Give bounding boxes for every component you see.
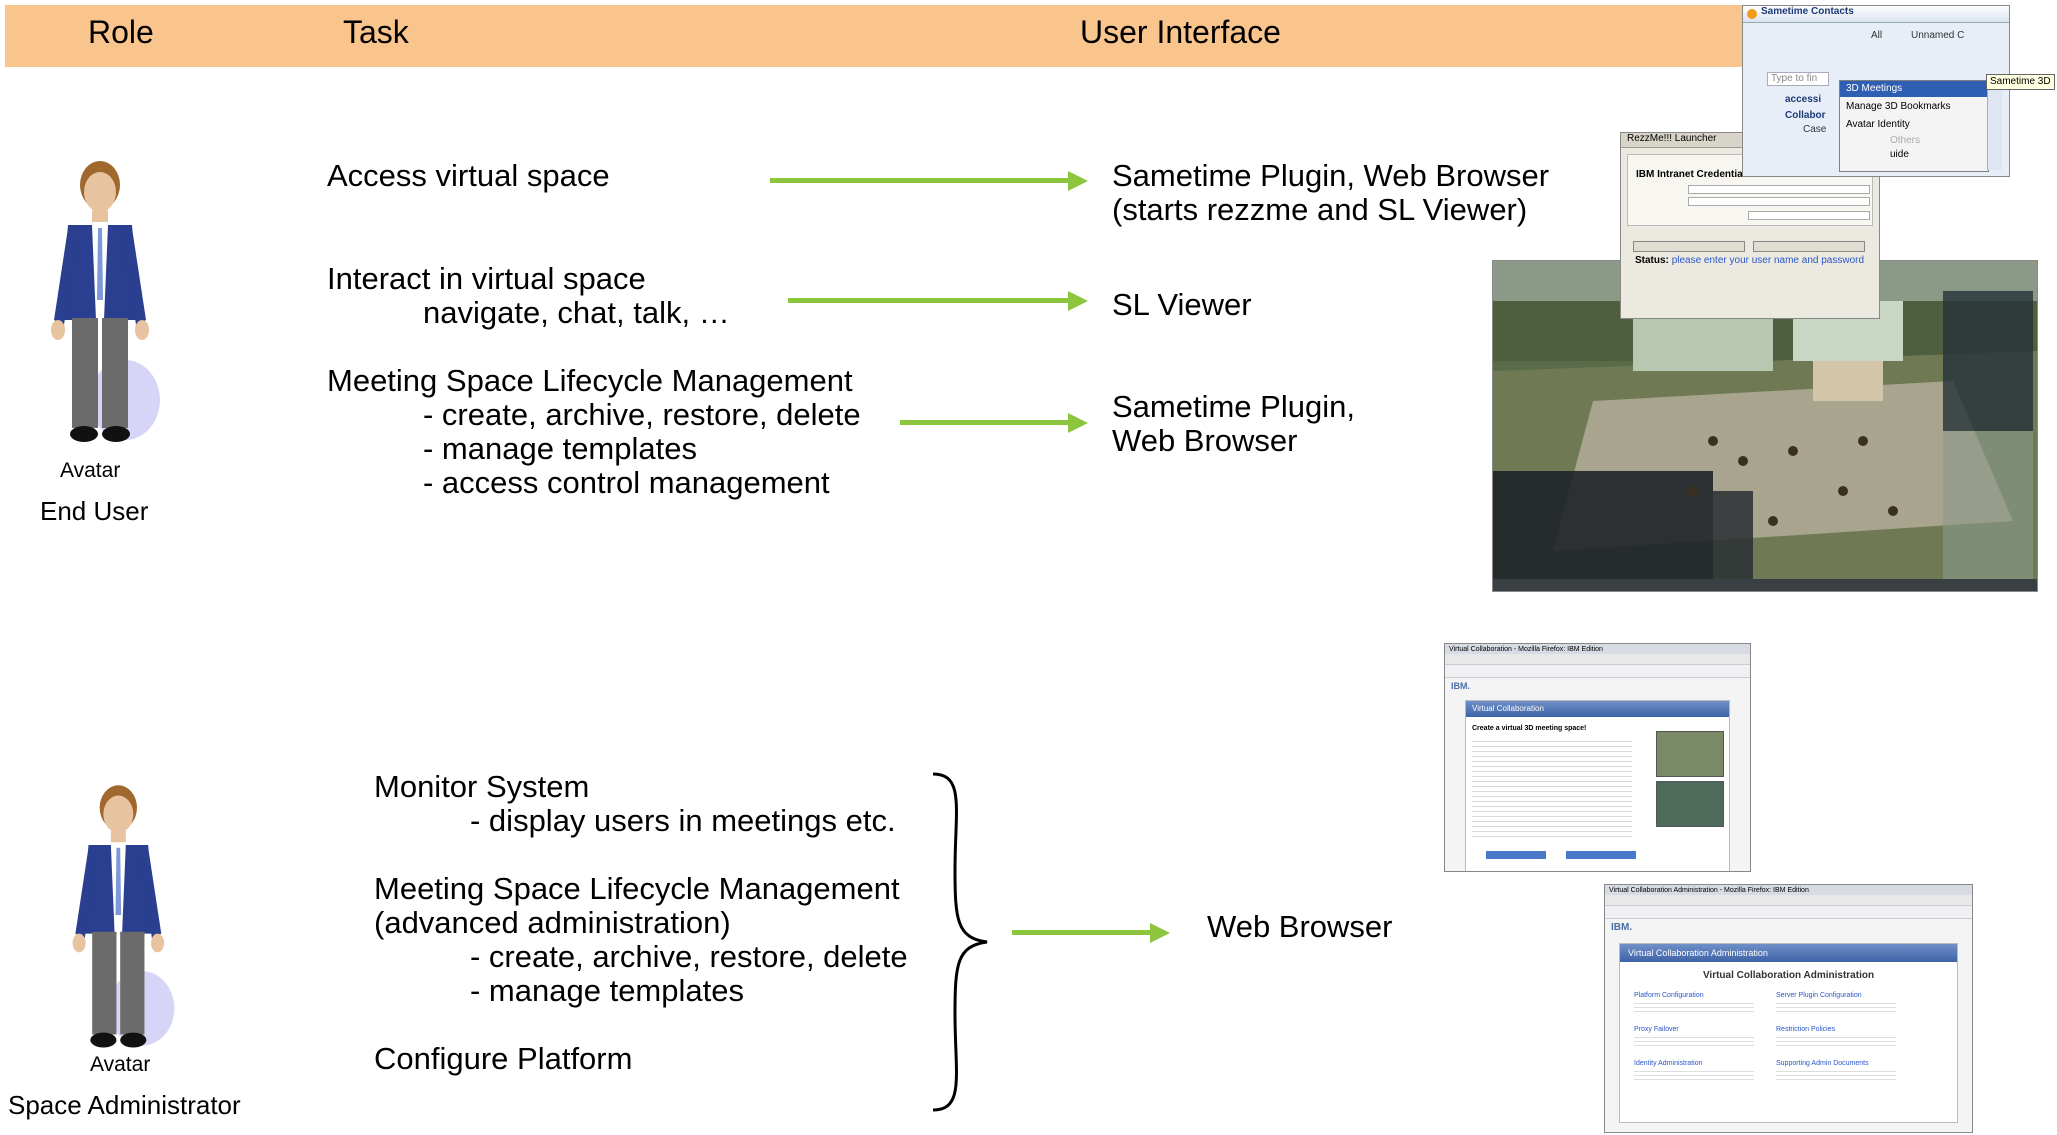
rezzme-status-text: please enter your user name and password: [1671, 255, 1865, 266]
menu-guide: uide: [1890, 149, 1909, 160]
task-admin-lifecycle: Meeting Space Lifecycle Management: [374, 871, 900, 906]
ui-sametime-plugin-web-browser: Sametime Plugin, Web Browser: [1112, 158, 1550, 193]
arrow-lifecycle-head: [1068, 413, 1088, 433]
task-lifecycle-templates: - manage templates: [423, 431, 697, 466]
rezzme-status-label: Status:: [1635, 255, 1669, 266]
header-user-interface: User Interface: [1080, 14, 1281, 50]
menu-others: Others: [1890, 135, 1921, 146]
web1-logo: IBM.: [1451, 681, 1470, 691]
sametime-tree-2: Collabor: [1785, 110, 1826, 121]
sametime-tree-1: accessi: [1785, 94, 1822, 105]
admin-avatar-label: Avatar: [90, 1053, 151, 1076]
task-interact-sub: navigate, chat, talk, …: [423, 295, 730, 330]
admin-role-label: Space Administrator: [8, 1090, 241, 1120]
web2-link-proxy[interactable]: Proxy Failover: [1634, 1026, 1679, 1033]
sametime-title: Sametime Contacts: [1743, 6, 2009, 23]
sametime-all: All: [1871, 30, 1883, 41]
sametime-unnamed: Unnamed C: [1911, 30, 1965, 41]
arrow-interact: [788, 298, 1070, 303]
task-access-virtual-space: Access virtual space: [327, 158, 610, 193]
task-monitor-system: Monitor System: [374, 769, 590, 804]
sametime-tooltip: Sametime 3D: [1986, 74, 2055, 90]
sametime-search: Type to fin: [1771, 73, 1818, 84]
end-user-avatar-label: Avatar: [60, 459, 121, 482]
arrow-admin: [1012, 930, 1152, 935]
arrow-admin-head: [1150, 923, 1170, 943]
web2-link-platform[interactable]: Platform Configuration: [1634, 992, 1704, 999]
arrow-interact-head: [1068, 291, 1088, 311]
header-bar: [5, 5, 1745, 67]
web-browser-screenshot-2: Virtual Collaboration Administration - M…: [1604, 884, 1973, 1133]
task-lifecycle-access: - access control management: [423, 465, 830, 500]
task-monitor-sub: - display users in meetings etc.: [470, 803, 896, 838]
arrow-access: [770, 178, 1070, 183]
avatar-figure-icon: [72, 785, 175, 1048]
web2-banner: Virtual Collaboration Administration: [1620, 944, 1957, 962]
ui-admin-web-browser: Web Browser: [1207, 909, 1393, 944]
end-user-avatar: [40, 150, 170, 450]
sametime-menu: 3D Meetings Manage 3D Bookmarks Avatar I…: [1839, 80, 1989, 172]
rezzme-credentials: IBM Intranet Credentials: [1636, 169, 1752, 180]
admin-avatar: [58, 775, 188, 1055]
ui-web-browser: Web Browser: [1112, 423, 1298, 458]
task-admin-advanced: (advanced administration): [374, 905, 731, 940]
menu-3d-meetings[interactable]: 3D Meetings: [1840, 81, 1988, 97]
end-user-role-label: End User: [40, 496, 149, 526]
web-browser-screenshot-1: Virtual Collaboration - Mozilla Firefox:…: [1444, 643, 1751, 872]
web2-link-identity[interactable]: Identity Administration: [1634, 1060, 1703, 1067]
task-admin-create: - create, archive, restore, delete: [470, 939, 908, 974]
ui-sl-viewer: SL Viewer: [1112, 287, 1252, 322]
sametime-scrollbar[interactable]: [1987, 80, 2002, 170]
task-lifecycle: Meeting Space Lifecycle Management: [327, 363, 853, 398]
curly-brace: [925, 770, 995, 1115]
task-admin-templates: - manage templates: [470, 973, 744, 1008]
ui-starts-rezzme: (starts rezzme and SL Viewer): [1112, 192, 1528, 227]
task-lifecycle-create: - create, archive, restore, delete: [423, 397, 861, 432]
web2-title: Virtual Collaboration Administration - M…: [1605, 885, 1972, 895]
web2-link-server-plugin[interactable]: Server Plugin Configuration: [1776, 992, 1862, 999]
menu-manage-3d-bookmarks[interactable]: Manage 3D Bookmarks: [1846, 101, 1951, 112]
web1-title: Virtual Collaboration - Mozilla Firefox:…: [1445, 644, 1750, 654]
avatar-figure-icon: [51, 161, 160, 442]
task-interact: Interact in virtual space: [327, 261, 646, 296]
header-role: Role: [88, 14, 154, 50]
menu-avatar-identity[interactable]: Avatar Identity: [1846, 119, 1910, 130]
task-configure-platform: Configure Platform: [374, 1041, 633, 1076]
web2-link-restriction[interactable]: Restriction Policies: [1776, 1026, 1836, 1033]
web2-heading: Virtual Collaboration Administration: [1702, 970, 1875, 981]
arrow-lifecycle: [900, 420, 1070, 425]
header-task: Task: [343, 14, 409, 50]
web2-link-supporting[interactable]: Supporting Admin Documents: [1776, 1060, 1869, 1067]
ui-sametime-plugin: Sametime Plugin,: [1112, 389, 1355, 424]
sametime-tree-3: Case: [1803, 124, 1827, 135]
web2-logo: IBM.: [1611, 922, 1633, 933]
web1-banner: Virtual Collaboration: [1466, 701, 1729, 717]
arrow-access-head: [1068, 171, 1088, 191]
sametime-logo-icon: [1747, 9, 1757, 19]
sametime-contacts-screenshot: Sametime Contacts All Unnamed C Type to …: [1742, 5, 2010, 177]
web1-heading: Create a virtual 3D meeting space!: [1472, 725, 1587, 732]
